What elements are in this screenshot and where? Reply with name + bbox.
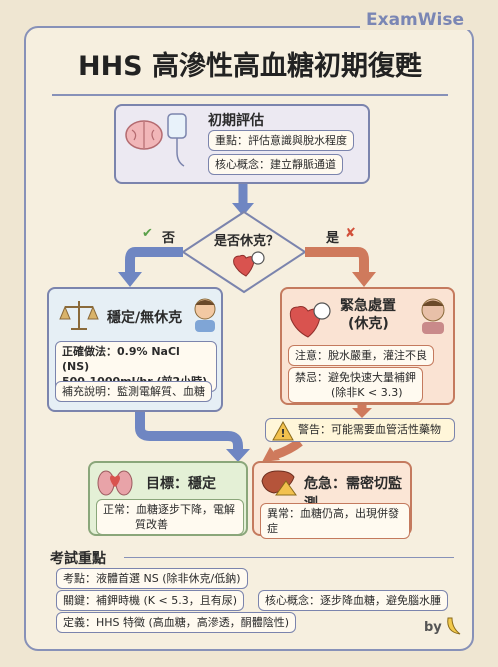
brand-logo: ExamWise [360,10,470,30]
stable-box: 穩定/無休克 正確做法：0.9% NaCl (NS) 500-1000ml/hr… [47,287,223,412]
heart-pressure-icon [233,251,265,277]
shock-heading-line1: 緊急處置 [340,298,396,314]
initial-focus: 重點：評估意識與脫水程度 [208,130,354,151]
initial-heading: 初期評估 [208,113,264,129]
goal-box: 目標：穩定 正常：血糖逐步下降，電解 質改善 [88,461,248,536]
exam-point-4: 定義：HHS 特徵 (高血糖，高滲透，酮體陰性) [56,612,297,633]
iv-bag-icon [167,113,187,167]
initial-assessment-box: 初期評估 重點：評估意識與脫水程度 核心概念：建立靜脈通道 [114,104,370,184]
stable-correct-line1: 正確做法：0.9% NaCl (NS) [62,345,180,373]
yes-label: 是 [326,231,340,246]
goal-normal-line1: 正常：血糖逐步下降，電解 [103,503,235,516]
danger-abnormal: 異常：血糖仍高，出現併發症 [260,503,410,539]
stable-note: 補充說明：監測電解質、血糖 [55,381,212,402]
check-icon: ✔ [142,226,153,241]
page-title: HHS 高滲性高血糖初期復甦 [52,40,448,96]
warning-icon: ! [272,421,294,441]
exam-point-1: 考點：液體首選 NS (除非休克/低鈉) [56,568,248,589]
calm-person-icon [194,298,216,332]
brain-icon [125,120,163,150]
danger-box: 危急：需密切監測 異常：血糖仍高，出現併發症 [252,461,412,539]
stable-heading: 穩定/無休克 [107,310,183,326]
exam-point-3: 核心概念：逐步降血糖，避免腦水腫 [258,590,448,611]
cross-icon: ✘ [345,226,356,241]
decision-question: 是否休克？ [214,234,280,249]
shock-box: 緊急處置 (休克) 注意：脫水嚴重，灌注不良 禁忌：避免快速大量補鉀 (除非K … [280,287,455,405]
lungs-heart-icon [97,470,133,496]
warning-text: 警告：可能需要血管活性藥物 [298,423,441,436]
goal-normal-line2: 質改善 [135,518,168,531]
scale-icon [59,301,99,330]
goal-normal: 正常：血糖逐步下降，電解 質改善 [96,499,244,535]
initial-concept: 核心概念：建立靜脈通道 [208,154,343,175]
exam-point-2: 關鍵：補鉀時機 (K < 5.3，且有尿) [56,590,244,611]
heart-gauge-icon [289,302,331,338]
liver-warning-icon [261,470,297,496]
no-label: 否 [162,231,176,246]
decision-diamond [181,210,307,294]
shock-forbid: 禁忌：避免快速大量補鉀 (除非K < 3.3) [288,367,423,403]
exam-divider [124,557,454,558]
shock-heading-line2: (休克) [348,316,389,332]
shock-attention: 注意：脫水嚴重，灌注不良 [288,345,434,366]
goal-heading: 目標：穩定 [146,476,216,492]
distressed-person-icon [421,298,445,334]
warning-box: ! 警告：可能需要血管活性藥物 [265,418,455,442]
signature: by [424,620,442,635]
shock-forbid-line1: 禁忌：避免快速大量補鉀 [295,371,416,384]
exam-heading: 考試重點 [50,551,106,567]
shock-forbid-line2: (除非K < 3.3) [331,386,403,399]
banana-icon [447,617,461,635]
svg-text:!: ! [280,427,285,440]
